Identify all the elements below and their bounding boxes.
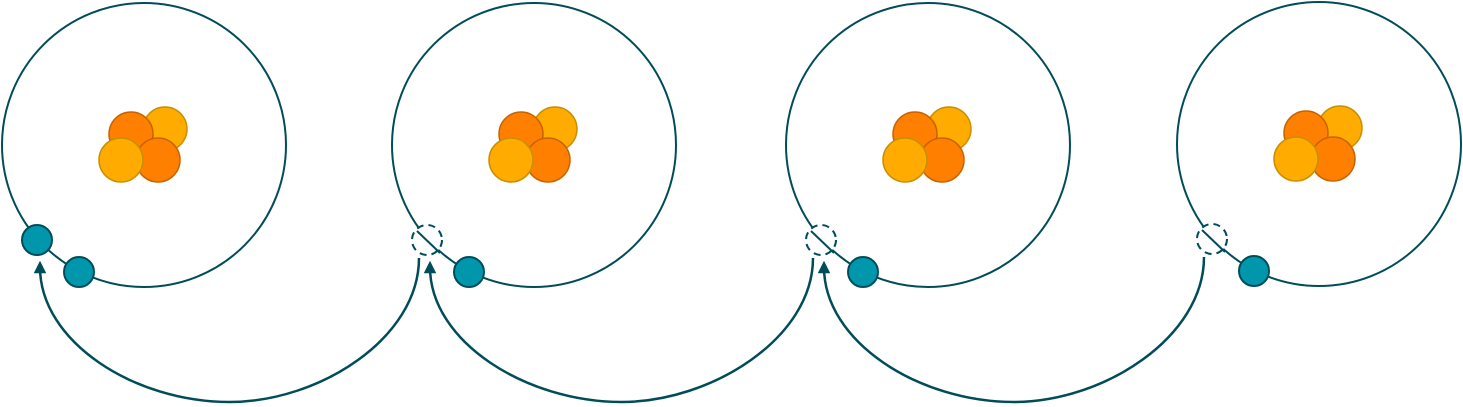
neutron [98,137,144,183]
orbit-shell [1176,1,1462,287]
orbit-segment [810,230,835,254]
neutron [882,137,928,183]
orbit-segment [416,230,441,254]
electron [847,256,879,288]
orbit-segment [1201,229,1226,253]
nucleus [882,106,972,183]
orbit-shell [1,2,287,288]
neutron [488,137,534,183]
nucleus [488,106,578,183]
nucleus [98,106,188,183]
electron [1238,255,1270,287]
orbit-shell [785,2,1071,288]
electron [453,256,485,288]
electron [21,224,53,256]
electron-transfer-arrow [817,256,1206,404]
atom [1,2,287,288]
electron [63,256,95,288]
atom [1176,1,1462,287]
nucleus [1273,105,1363,182]
neutron [1273,136,1319,182]
atom [785,2,1071,288]
electron-transfer-arrow [423,257,815,404]
electron-transfer-arrow [33,257,421,404]
atom [391,2,677,288]
orbit-shell [391,2,677,288]
